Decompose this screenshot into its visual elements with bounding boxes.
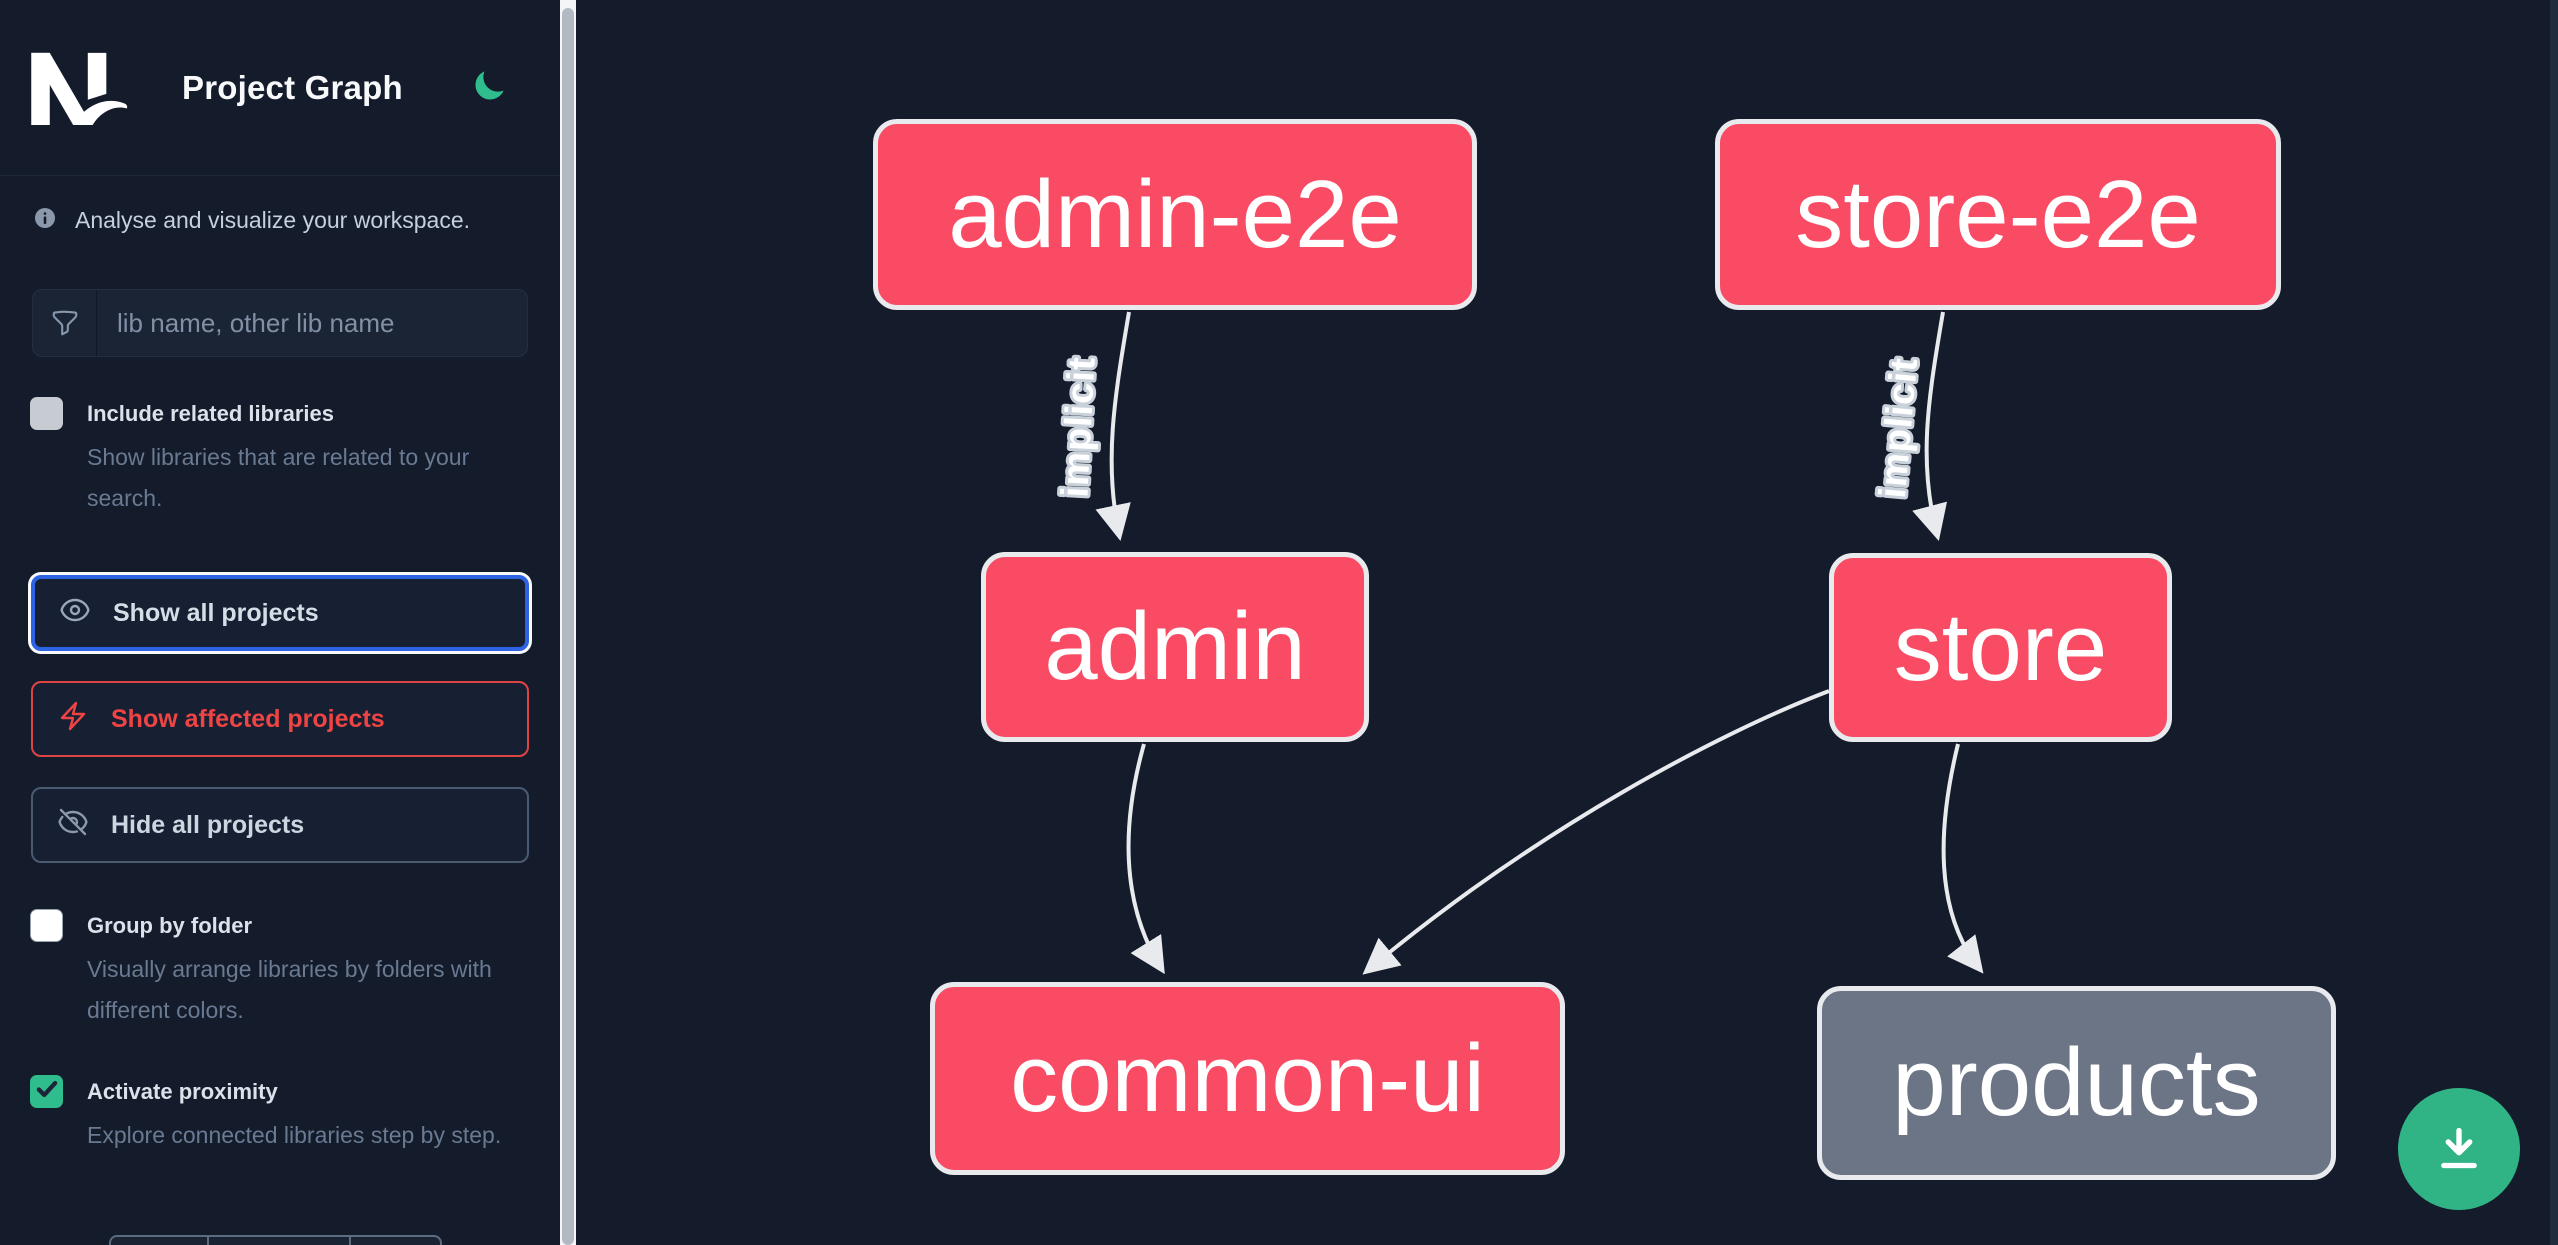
node-store-e2e[interactable]: store-e2e [1715, 119, 2281, 310]
workspace-tagline: Analyse and visualize your workspace. [33, 206, 530, 235]
button-label: Show affected projects [111, 704, 385, 733]
node-common-ui[interactable]: common-ui [930, 982, 1565, 1175]
node-admin-e2e[interactable]: admin-e2e [873, 119, 1477, 310]
edge-label-implicit: implicit [1872, 356, 1926, 500]
sidebar-header: Project Graph [0, 0, 560, 176]
segment-3[interactable] [351, 1235, 442, 1245]
sidebar: Project Graph Analyse and visualize your… [0, 0, 560, 1245]
option-description: Show libraries that are related to your … [87, 444, 470, 511]
eye-slash-icon [57, 806, 89, 845]
graph-canvas[interactable]: implicit implicit admin-e2e store-e2e ad… [576, 0, 2558, 1245]
bolt-icon [57, 700, 89, 739]
dependency-edges: implicit implicit [1051, 311, 1984, 975]
project-visibility-buttons: Show all projects Show affected projects… [31, 575, 529, 863]
hide-all-projects-button[interactable]: Hide all projects [31, 787, 529, 863]
group-by-folder-checkbox[interactable] [30, 909, 63, 942]
sidebar-scrollbar[interactable] [560, 0, 576, 1245]
option-label: Include related libraries [87, 401, 334, 426]
option-description: Explore connected libraries step by step… [87, 1122, 502, 1148]
segment-2[interactable] [209, 1235, 351, 1245]
sidebar-scrollbar-thumb[interactable] [562, 8, 574, 1245]
edge-admin-common-ui [1126, 743, 1165, 975]
edge-store-products [1941, 743, 1984, 974]
eye-icon [59, 594, 91, 633]
node-admin[interactable]: admin [981, 552, 1369, 742]
info-icon [33, 206, 57, 235]
moon-icon [471, 68, 507, 107]
edge-store-common-ui [1362, 689, 1830, 975]
tagline-text: Analyse and visualize your workspace. [75, 207, 471, 233]
edge-label-implicit: implicit [1054, 355, 1103, 498]
node-products[interactable]: products [1817, 986, 2336, 1180]
download-image-button[interactable] [2398, 1088, 2520, 1210]
node-store[interactable]: store [1829, 553, 2172, 742]
option-include-related[interactable]: Include related libraries Show libraries… [30, 397, 530, 519]
button-label: Hide all projects [111, 810, 305, 839]
theme-toggle-button[interactable] [470, 69, 508, 107]
option-group-by-folder[interactable]: Group by folder Visually arrange librari… [30, 909, 530, 1031]
option-label: Group by folder [87, 913, 252, 938]
option-label: Activate proximity [87, 1079, 278, 1104]
page-scrollbar[interactable] [2550, 0, 2558, 1245]
show-all-projects-button[interactable]: Show all projects [31, 575, 529, 651]
segment-1[interactable] [109, 1235, 209, 1245]
segmented-control-partial[interactable] [109, 1235, 442, 1245]
nx-logo [30, 49, 130, 127]
page-title: Project Graph [182, 68, 403, 106]
activate-proximity-checkbox[interactable] [30, 1075, 63, 1108]
include-related-checkbox[interactable] [30, 397, 63, 430]
option-description: Visually arrange libraries by folders wi… [87, 956, 492, 1023]
download-icon [2431, 1120, 2487, 1179]
edge-admin-e2e-admin [1095, 311, 1131, 542]
edge-store-e2e-store [1912, 311, 1948, 541]
search-input[interactable] [97, 290, 527, 356]
library-filter [32, 289, 528, 357]
show-affected-projects-button[interactable]: Show affected projects [31, 681, 529, 757]
funnel-icon [33, 290, 97, 356]
option-activate-proximity[interactable]: Activate proximity Explore connected lib… [30, 1075, 530, 1156]
checkmark-icon [34, 1076, 60, 1107]
button-label: Show all projects [113, 598, 319, 627]
